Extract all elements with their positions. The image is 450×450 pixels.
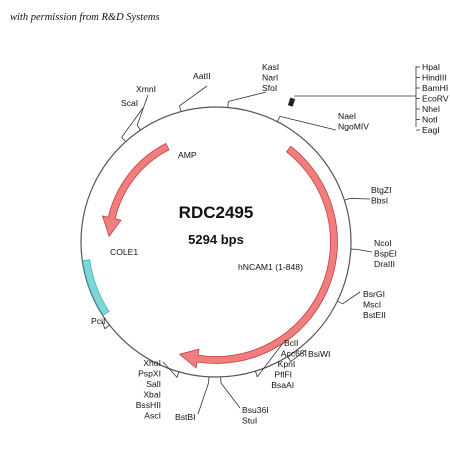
site-label-sfoi: SfoI xyxy=(262,83,277,93)
site-label-msci: MscI xyxy=(363,300,381,310)
site-tick xyxy=(104,324,110,330)
mcs-marker xyxy=(287,97,296,107)
site-label-xbai: XbaI xyxy=(143,390,161,400)
site-label-scai: ScaI xyxy=(121,98,138,108)
site-label-naei: NaeI xyxy=(338,111,356,121)
site-label-ngomiv: NgoMIV xyxy=(338,122,369,132)
mcs-label-hindiii: HindIII xyxy=(422,73,447,83)
site-tick xyxy=(227,101,229,108)
feature-label-hncam1-1-848: hNCAM1 (1-848) xyxy=(238,262,303,272)
site-label-acc65i: Acc65I xyxy=(281,349,307,359)
site-label-ncoi: NcoI xyxy=(374,238,392,248)
feature-layer: AMP hNCAM1 (1-848) COLE1 xyxy=(82,143,338,369)
site-leader xyxy=(121,107,144,138)
site-label-sali: SalI xyxy=(146,379,161,389)
site-leader xyxy=(256,342,284,378)
site-label-btgzi: BtgZI xyxy=(371,185,392,195)
site-label-xmni: XmnI xyxy=(136,84,156,94)
site-tick xyxy=(344,198,351,201)
site-label-bsu36i: Bsu36I xyxy=(242,405,269,415)
feature-amp xyxy=(101,143,170,238)
mcs-label-nhei: NheI xyxy=(422,104,440,114)
site-label-pflfi: PflFI xyxy=(274,370,292,380)
plasmid-backbone xyxy=(80,106,352,378)
site-label-bbsi: BbsI xyxy=(371,196,388,206)
site-leader xyxy=(220,382,241,409)
site-label-kasi: KasI xyxy=(262,62,279,72)
site-tick xyxy=(255,370,258,377)
site-label-xhoi: XhoI xyxy=(143,358,161,368)
site-leader xyxy=(279,115,337,131)
site-label-pspxi: PspXI xyxy=(138,369,161,379)
mcs-label-ecorv: EcoRV xyxy=(422,94,449,104)
mcs-label-bamhi: BamHI xyxy=(422,83,448,93)
mcs-label-hpai: HpaI xyxy=(422,62,440,72)
site-label-bsshii: BssHII xyxy=(136,400,161,410)
plasmid-name: RDC2495 xyxy=(179,203,254,222)
site-tick xyxy=(287,356,292,362)
site-leader xyxy=(197,382,209,415)
site-tick xyxy=(179,105,182,112)
feature-label-cole1: COLE1 xyxy=(110,247,138,257)
site-leader xyxy=(101,320,106,329)
site-label-bsrgi: BsrGI xyxy=(363,289,385,299)
site-tick xyxy=(136,124,141,131)
site-label-bspei: BspEI xyxy=(374,249,397,259)
plasmid-size: 5294 bps xyxy=(188,232,244,247)
site-label-bsteii: BstEII xyxy=(363,310,386,320)
feature-label-amp: AMP xyxy=(178,150,197,160)
site-leader xyxy=(350,198,371,200)
site-label-bsaai: BsaAI xyxy=(271,380,294,390)
credit-text: with permission from R&D Systems xyxy=(10,12,160,23)
site-leader xyxy=(228,91,267,102)
mcs-label-eagi: EagI xyxy=(422,125,440,135)
site-label-aatii: AatII xyxy=(193,71,211,81)
site-tick xyxy=(121,136,126,142)
site-tick xyxy=(276,116,281,122)
site-label-bcli: BclI xyxy=(284,338,298,348)
site-label-kpni: KpnI xyxy=(278,359,296,369)
site-label-bsiwi: BsiWI xyxy=(308,349,330,359)
site-label-asci: AscI xyxy=(144,411,161,421)
site-label-draiii: DraIII xyxy=(374,259,395,269)
mcs-label-noti: NotI xyxy=(422,115,438,125)
feature-hncam1-1-848 xyxy=(178,145,338,369)
site-leader xyxy=(356,248,373,253)
site-label-stui: StuI xyxy=(242,416,257,426)
site-leader xyxy=(162,361,178,378)
feature-cole1 xyxy=(82,259,110,316)
site-leader xyxy=(179,85,208,107)
site-leader xyxy=(290,349,307,362)
site-leader xyxy=(136,94,149,126)
site-label-pcii: PciI xyxy=(91,316,105,326)
site-label-bstbi: BstBI xyxy=(175,412,196,422)
site-tick xyxy=(176,371,180,378)
site-tick xyxy=(337,300,343,305)
site-leader xyxy=(342,291,361,305)
site-label-nari: NarI xyxy=(262,73,278,83)
